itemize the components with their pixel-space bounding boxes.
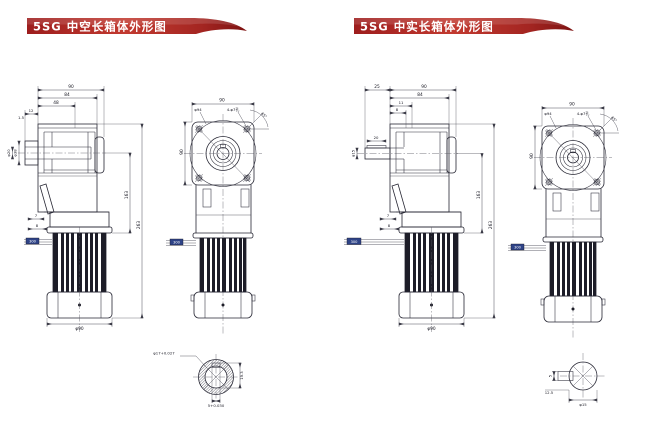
hollow-shaft-section: φ17+0.027 19.3 5+0.030 <box>153 351 244 409</box>
endcap-bolt <box>571 307 575 311</box>
wire-conduit <box>39 183 55 215</box>
svg-text:11: 11 <box>399 100 404 105</box>
mount-slot <box>552 192 562 212</box>
hollow-side-dimensions: 90 84 48 12 1.5 φ38 φ20 7 8 163 263 <box>6 84 144 332</box>
svg-text:90: 90 <box>569 102 575 108</box>
hollow-side-view: 300 90 84 48 12 1.5 φ38 φ20 7 8 <box>6 84 144 332</box>
svg-text:5+0.030: 5+0.030 <box>208 403 225 408</box>
motor-adapter <box>401 211 462 228</box>
svg-text:φ90: φ90 <box>75 326 84 332</box>
svg-text:84: 84 <box>417 92 423 98</box>
svg-text:7: 7 <box>35 213 38 218</box>
svg-text:8: 8 <box>388 223 391 228</box>
svg-text:300: 300 <box>351 240 359 244</box>
svg-text:300: 300 <box>514 246 522 250</box>
hollow-front-dimensions: 90 φ94 4-φ7孔 90 45° <box>179 98 269 186</box>
banner-solid-title: 5SG 中实长箱体外形图 <box>360 20 494 34</box>
motor-adapter <box>49 211 110 228</box>
svg-text:45°: 45° <box>610 115 618 123</box>
svg-text:300: 300 <box>29 240 37 244</box>
svg-text:90: 90 <box>68 84 74 90</box>
svg-text:φ20: φ20 <box>6 149 11 157</box>
svg-text:8: 8 <box>36 223 39 228</box>
svg-text:5: 5 <box>548 374 553 377</box>
svg-text:300: 300 <box>173 241 181 245</box>
svg-text:φ15: φ15 <box>579 402 587 407</box>
solid-front-dimensions: 90 φ94 4-φ7孔 90 45° <box>529 102 619 190</box>
svg-text:84: 84 <box>64 92 70 98</box>
mount-hole <box>194 173 204 183</box>
flange-rim <box>94 136 105 174</box>
svg-text:263: 263 <box>136 221 142 229</box>
svg-text:45°: 45° <box>260 111 268 119</box>
mount-hole <box>592 177 602 187</box>
gearbox-face <box>541 125 605 190</box>
banner-hollow-title: 5SG 中空长箱体外形图 <box>33 20 167 34</box>
svg-text:φ94: φ94 <box>194 107 202 112</box>
motor-fins <box>199 237 247 293</box>
side-lead-wires: 300 <box>344 237 404 245</box>
hollow-front-view: 300 90 φ94 4-φ7孔 90 45° <box>166 98 269 334</box>
svg-text:φ15: φ15 <box>351 149 356 157</box>
svg-text:7: 7 <box>387 213 390 218</box>
mount-hole <box>544 177 554 187</box>
svg-text:90: 90 <box>421 84 427 90</box>
lead-label <box>169 238 184 246</box>
shaft-key <box>366 145 387 149</box>
svg-text:φ90: φ90 <box>427 326 436 332</box>
gearbox-face <box>191 121 255 186</box>
front-lead-wires: 300 <box>508 243 546 251</box>
svg-text:90: 90 <box>529 153 535 159</box>
motor-endcap <box>193 291 253 319</box>
svg-text:20: 20 <box>374 135 379 140</box>
mount-slot <box>202 188 212 208</box>
solid-side-dimensions: 25 90 84 11 8 20 φ15 7 8 163 263 <box>351 84 496 332</box>
solid-front-view: 300 90 φ94 4-φ7孔 90 45° <box>508 102 619 338</box>
svg-text:8: 8 <box>396 107 399 112</box>
solid-shaft-section: 5 12.5 φ15 <box>545 353 606 407</box>
svg-text:φ38: φ38 <box>13 149 18 157</box>
hollow-bore <box>216 147 230 160</box>
mount-slot <box>590 192 600 212</box>
motor-endcap <box>543 295 603 323</box>
svg-text:90: 90 <box>179 149 185 155</box>
svg-text:263: 263 <box>488 221 494 229</box>
svg-text:12.5: 12.5 <box>545 390 554 395</box>
svg-text:90: 90 <box>219 98 225 104</box>
svg-text:4-φ7孔: 4-φ7孔 <box>577 111 590 116</box>
svg-text:4-φ7孔: 4-φ7孔 <box>227 107 240 112</box>
mount-hole <box>242 173 252 183</box>
bore-dim: φ17+0.027 <box>153 351 175 356</box>
lead-label <box>346 237 362 245</box>
banner-hollow: 5SG 中空长箱体外形图 <box>27 18 247 34</box>
svg-text:12: 12 <box>29 108 34 113</box>
banner-solid: 5SG 中实长箱体外形图 <box>354 18 574 34</box>
svg-text:19.3: 19.3 <box>239 371 244 380</box>
flange-rim <box>446 136 457 174</box>
lead-label <box>510 243 525 251</box>
lead-label <box>25 237 40 245</box>
wire-conduit <box>391 183 407 215</box>
svg-text:163: 163 <box>124 191 130 199</box>
svg-text:163: 163 <box>476 191 482 199</box>
mount-slot <box>240 188 250 208</box>
front-lead-wires: 300 <box>166 238 196 246</box>
svg-text:25: 25 <box>374 84 380 90</box>
svg-text:1.5: 1.5 <box>18 115 25 120</box>
svg-text:φ94: φ94 <box>544 111 552 116</box>
solid-side-view: 300 25 90 84 11 8 20 φ15 7 8 <box>344 84 496 332</box>
side-lead-wires: 300 <box>24 237 52 245</box>
motor-fins <box>549 241 597 297</box>
endcap-bolt <box>221 303 225 307</box>
svg-text:48: 48 <box>53 100 59 106</box>
